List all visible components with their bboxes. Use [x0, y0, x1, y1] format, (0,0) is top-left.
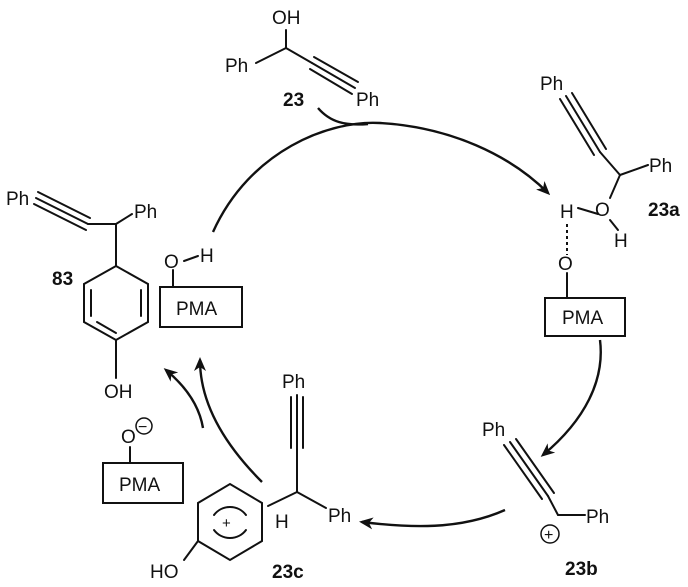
c23a-h1-label: H	[560, 202, 574, 223]
c23c-ring-arc	[213, 506, 247, 516]
c23b-triple-bond	[515, 438, 555, 494]
cycle-arrow-left	[194, 357, 263, 483]
c83-ph-label: Ph	[6, 189, 29, 210]
c23a-triple-bond	[571, 92, 607, 150]
c23a-bond	[599, 151, 621, 176]
compound-23b-number: 23b	[565, 559, 598, 580]
c23-triple-bond	[309, 68, 353, 95]
c23a-triple-bond	[565, 95, 601, 153]
cycle-arrow-right	[540, 339, 602, 457]
c23c-charge: +	[222, 515, 231, 532]
c23c-h-label: H	[275, 512, 289, 533]
c23c-bond	[183, 540, 199, 561]
pma-catalyst-right: O PMA	[544, 254, 626, 337]
compound-83: Ph Ph OH 83	[6, 189, 157, 403]
pma-right-o-label: O	[558, 254, 573, 275]
pma-anion-label: PMA	[119, 475, 161, 496]
pma-catalyst-left: PMA O H	[159, 246, 243, 328]
c23a-ph2-label: Ph	[649, 156, 672, 177]
pma-anion-box	[102, 462, 184, 504]
c83-benzene-ring	[83, 264, 149, 342]
c23a-bond	[619, 164, 649, 176]
pma-left-o-label: O	[164, 252, 179, 273]
compound-23-number: 23	[283, 90, 304, 111]
c23-bond	[255, 47, 287, 64]
c83-oh-label: OH	[104, 382, 133, 403]
pma-left-box	[159, 286, 243, 328]
pma-left-label: PMA	[176, 299, 218, 320]
pma-anion-o-label: O	[121, 427, 136, 448]
c23c-bond	[296, 491, 327, 509]
compound-23b: Ph Ph + 23b	[482, 420, 609, 580]
compound-83-number: 83	[52, 269, 73, 290]
c23b-bond	[547, 495, 559, 516]
substrate-entry-arrow	[317, 107, 369, 126]
c83-ph2-label: Ph	[134, 202, 157, 223]
c83-triple-bond	[33, 203, 87, 231]
pma-anion-charge: −	[138, 419, 147, 436]
pma-catalyst-anion: O − PMA	[102, 417, 184, 504]
c23b-charge: +	[544, 527, 553, 544]
product-release-arrow	[163, 368, 205, 429]
c23-triple-bond	[311, 62, 356, 89]
c23a-bond	[609, 219, 619, 231]
positive-charge-circle	[540, 524, 560, 544]
c23a-triple-bond	[559, 98, 595, 156]
compound-23c-number: 23c	[272, 562, 304, 583]
c23-triple-bond	[313, 56, 359, 83]
c23-ph2-label: Ph	[356, 90, 379, 111]
negative-charge-circle	[135, 417, 153, 435]
c83-triple-bond	[37, 191, 91, 219]
compound-23a-number: 23a	[648, 200, 680, 221]
c23-oh-label: OH	[272, 8, 301, 29]
c23c-ph2-label: Ph	[328, 506, 351, 527]
c23a-bond	[609, 174, 621, 199]
c83-bond	[115, 213, 133, 225]
c23b-triple-bond	[503, 444, 543, 500]
pma-left-h-label: H	[200, 246, 214, 267]
compound-23c: Ph Ph H + HO 23c	[150, 372, 351, 583]
compound-23: OH Ph Ph 23	[225, 8, 379, 111]
pma-right-label: PMA	[562, 308, 604, 329]
cycle-arrow-bottom	[359, 508, 506, 530]
c23c-ring-arc	[213, 529, 247, 539]
compound-23a: Ph Ph O H H 23a	[540, 74, 680, 252]
c23a-bond	[577, 207, 599, 215]
c83-triple-bond	[35, 197, 89, 225]
c23-bond	[285, 47, 313, 64]
c23a-o-label: O	[595, 200, 610, 221]
c23c-bond	[267, 491, 298, 507]
c23c-ho-label: HO	[150, 562, 179, 583]
c23-ph-label: Ph	[225, 56, 248, 77]
pma-left-oh-bond	[183, 255, 199, 262]
c23c-ph-label: Ph	[282, 372, 305, 393]
c23a-h2-label: H	[614, 231, 628, 252]
c23b-ph2-label: Ph	[586, 507, 609, 528]
c23b-triple-bond	[509, 441, 549, 497]
cycle-arrow-top	[211, 121, 551, 233]
c23a-ph-label: Ph	[540, 74, 563, 95]
c23b-ph-label: Ph	[482, 420, 505, 441]
pma-right-box	[544, 297, 626, 337]
c83-ring-double-bond	[96, 321, 117, 334]
